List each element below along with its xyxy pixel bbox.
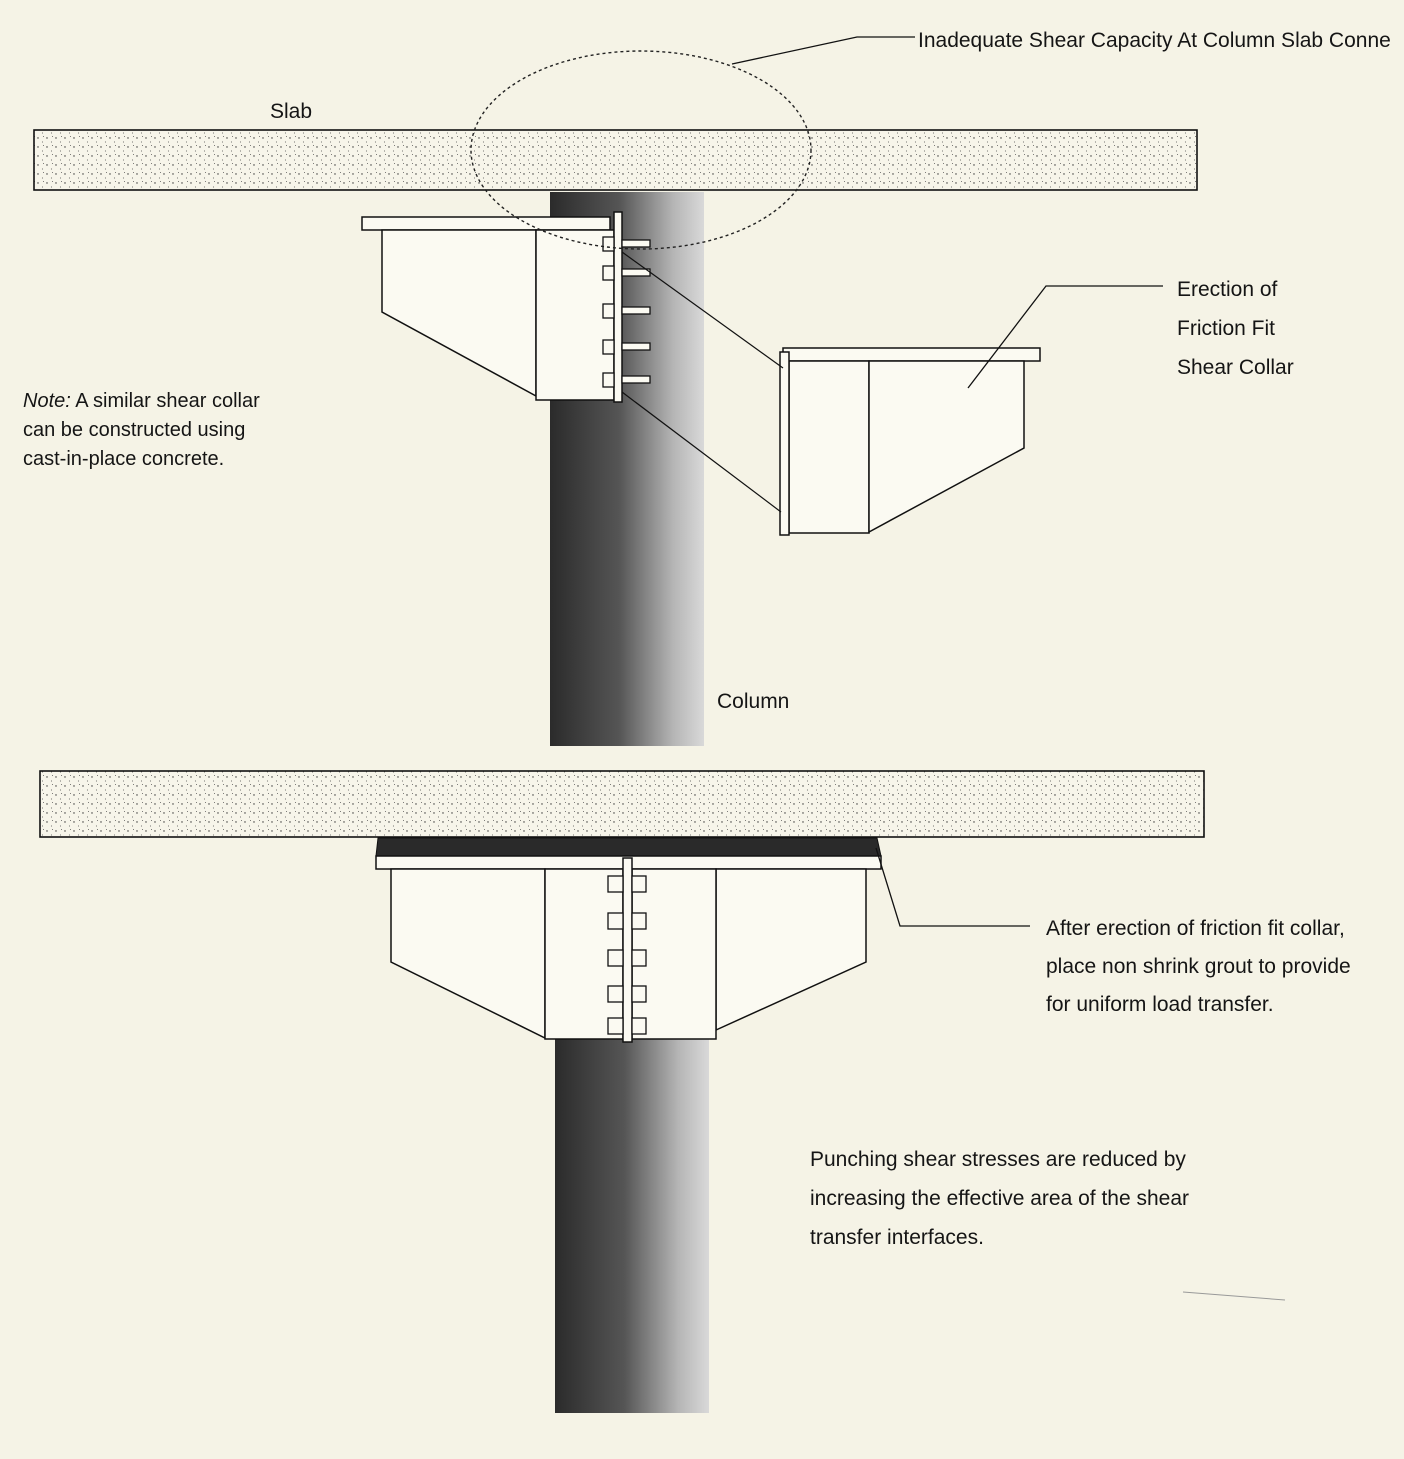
bottom-column [555,1038,709,1413]
left-collar-half [361,211,623,403]
note-line-1-text: A similar shear collar [70,390,260,412]
punching-shear-label: Punching shear stresses are reduced by i… [810,1140,1189,1257]
grout-line-1: After erection of friction fit collar, [1046,917,1345,940]
note-line-2: can be constructed using [23,419,246,441]
erection-leader [967,285,1163,389]
erection-line-1: Erection of [1177,278,1278,301]
erection-label: Erection of Friction Fit Shear Collar [1177,270,1294,387]
top-callout-label: Inadequate Shear Capacity At Column Slab… [918,29,1391,52]
bottom-slab [39,770,1205,838]
right-collar-half [779,347,1041,536]
connection-highlight-ellipse [470,50,812,250]
erection-line-3: Shear Collar [1177,356,1294,379]
grout-leader [875,847,1030,927]
punching-line-1: Punching shear stresses are reduced by [810,1148,1186,1171]
erection-line-2: Friction Fit [1177,317,1276,340]
note-label: Note: A similar shear collar can be cons… [23,387,260,474]
top-bolts [602,236,651,388]
erection-guide-lines [621,251,784,513]
punching-line-3: transfer interfaces. [810,1226,984,1249]
grout-layer [375,837,882,857]
top-callout-leader [731,36,915,65]
grout-line-2: place non shrink grout to provide [1046,955,1351,978]
bottom-bolts [607,875,647,1035]
grout-label: After erection of friction fit collar, p… [1046,910,1351,1024]
top-slab [33,129,1198,191]
assembled-collar [390,857,867,1043]
note-line-3: cast-in-place concrete. [23,448,225,470]
column-label: Column [717,690,790,713]
stray-mark [1182,1291,1286,1301]
punching-line-2: increasing the effective area of the she… [810,1187,1190,1210]
slab-label: Slab [270,100,313,123]
note-line-1: Note: A similar shear collar [23,387,260,416]
note-prefix: Note: [23,390,71,412]
grout-line-3: for uniform load transfer. [1046,993,1274,1016]
